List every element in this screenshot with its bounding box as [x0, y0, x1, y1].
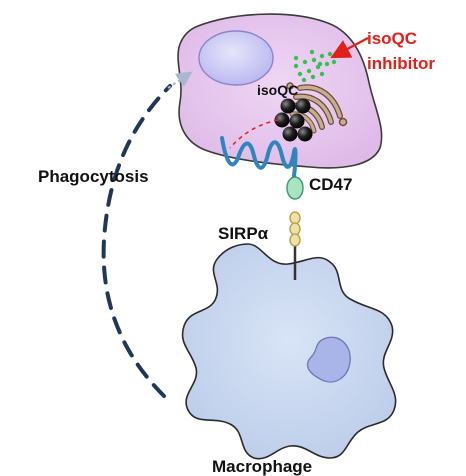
inhibitor-dot [297, 71, 303, 77]
isoqc-inhibitor-label-line1: isoQC [367, 29, 418, 48]
inhibitor-dot [306, 68, 312, 74]
phagocytosis-arrow-tip [167, 71, 193, 89]
cd47-label: CD47 [309, 175, 353, 194]
macrophage-label: Macrophage [212, 457, 313, 476]
cd47-domain [286, 176, 304, 200]
inhibitor-dot [310, 74, 316, 80]
inhibitor-dot [293, 63, 299, 69]
inhibitor-dot [293, 55, 299, 61]
inhibitor-dot [301, 77, 307, 83]
phagocytosis-label: Phagocytosis [38, 167, 149, 186]
inhibitor-dot [319, 71, 325, 77]
inhibitor-arrow [330, 37, 369, 59]
isoqc-enzyme-cluster [274, 98, 313, 142]
sirpa-beads [289, 211, 301, 247]
inhibitor-dot [327, 51, 333, 57]
inhibitor-dot [311, 57, 317, 63]
inhibitor-dot [309, 49, 315, 55]
inhibitor-dot [302, 59, 308, 65]
isoqc-label: isoQC [257, 82, 299, 98]
inhibitor-dot [324, 61, 330, 67]
inhibitor-dot [331, 59, 337, 65]
isoqc-inhibitor-label-line2: inhibitor [367, 54, 435, 73]
inhibitor-dot [317, 61, 323, 67]
macrophage-nucleus [306, 336, 351, 383]
phagocytosis-arrow [101, 84, 172, 398]
cd47-protein-coil [220, 136, 298, 178]
modification-path [229, 119, 279, 149]
inhibitor-dot [319, 53, 325, 59]
macrophage-body [181, 243, 397, 460]
sirpa-label: SIRPα [218, 224, 269, 243]
tumor-nucleus [198, 30, 274, 86]
